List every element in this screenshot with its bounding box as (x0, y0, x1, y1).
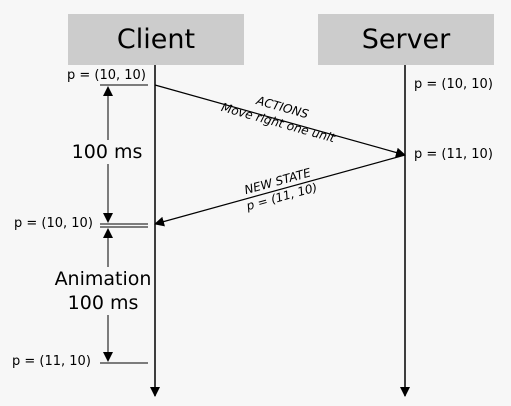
animation-label-line2: 100 ms (67, 291, 139, 315)
animation-duration-label: Animation 100 ms (48, 267, 158, 315)
response-arrow (154, 154, 406, 227)
client-position-label: p = (10, 10) (14, 216, 93, 231)
server-position-label: p = (10, 10) (414, 77, 493, 92)
latency-duration-label: 100 ms (62, 140, 152, 164)
animation-label-line1: Animation (54, 267, 152, 291)
server-position-label: p = (11, 10) (414, 147, 493, 162)
request-arrow (154, 84, 406, 158)
client-lifeline-header: Client (68, 14, 244, 65)
client-position-label: p = (11, 10) (12, 354, 91, 369)
client-position-label: p = (10, 10) (67, 68, 146, 83)
server-lifeline-header: Server (318, 14, 494, 65)
